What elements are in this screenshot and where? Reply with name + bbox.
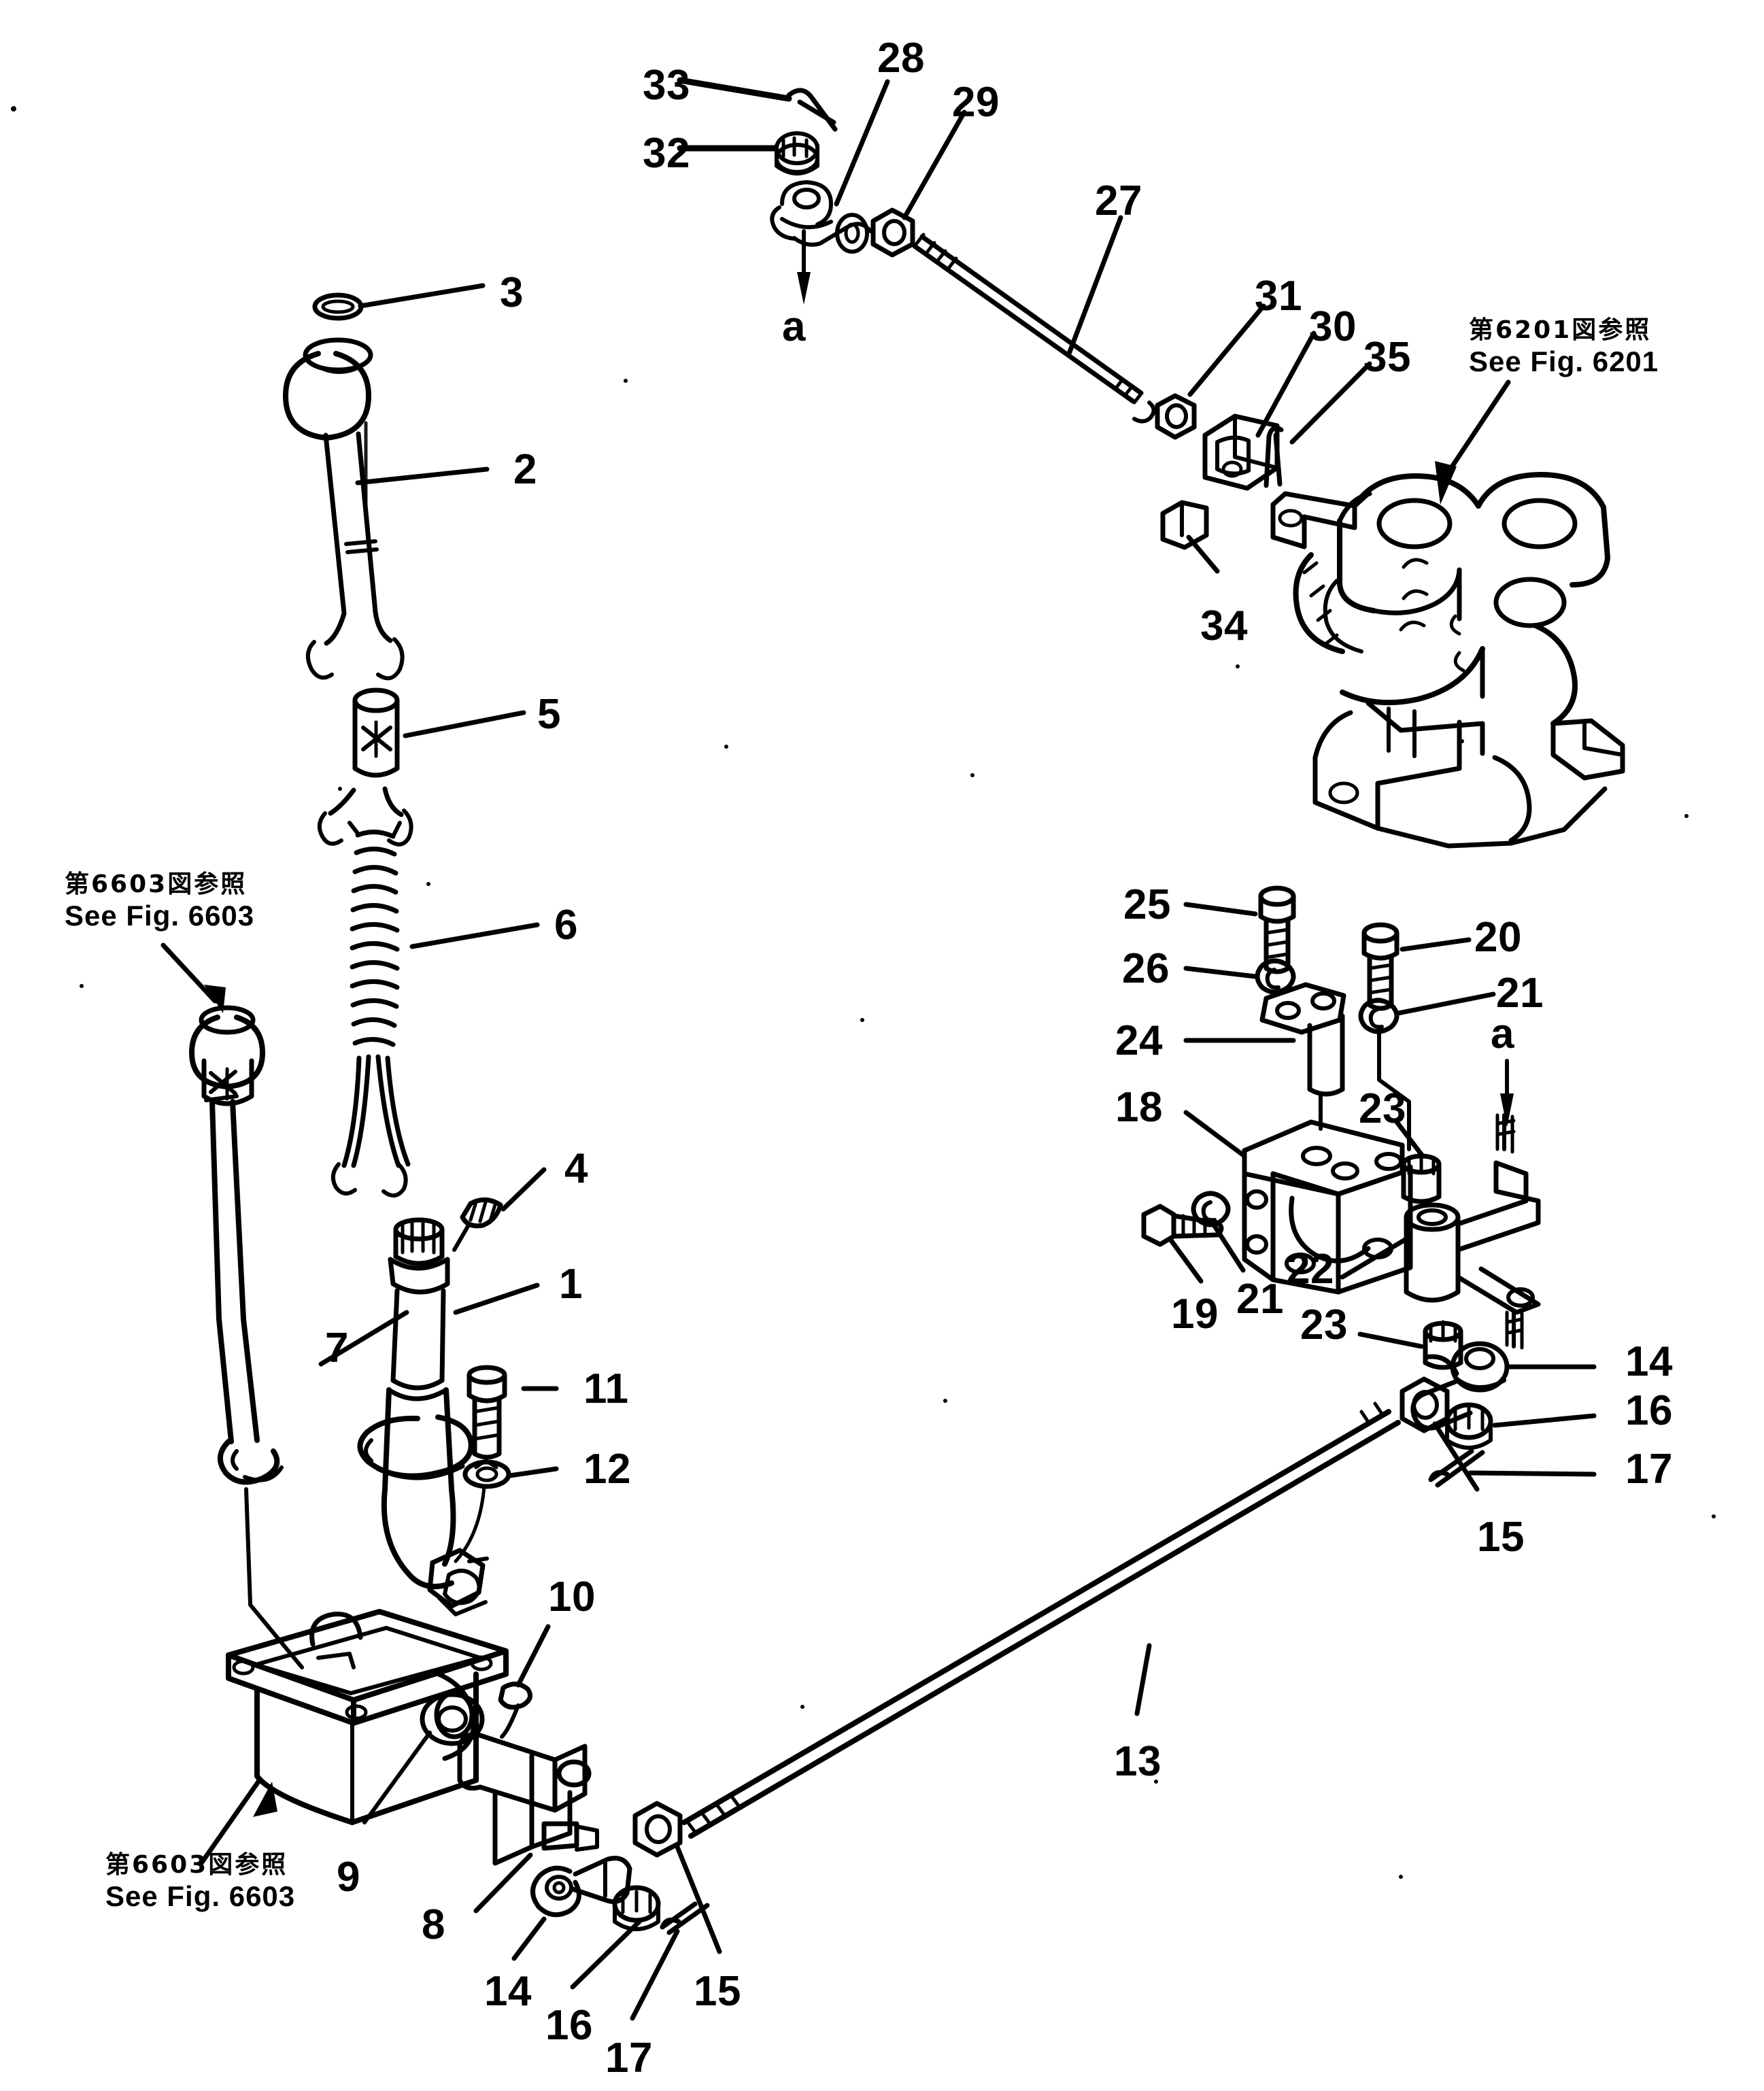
callout-28: 28: [877, 35, 925, 82]
callout-2: 2: [513, 446, 537, 493]
callout-33: 33: [643, 62, 690, 109]
figure-reference-6603-lower: 第6603図参照 See Fig. 6603: [105, 1851, 295, 1914]
callout-26: 26: [1122, 945, 1170, 992]
main-lever-assembly: [283, 283, 540, 1197]
callout-29: 29: [952, 79, 1000, 126]
callout-9: 9: [337, 1854, 360, 1901]
callout-34: 34: [1200, 602, 1248, 649]
callout-25: 25: [1123, 881, 1171, 928]
callout-6: 6: [554, 902, 578, 949]
lower-linkage-group: [362, 1624, 722, 2021]
bracket-assembly: [1141, 885, 1541, 1370]
callout-11: 11: [583, 1365, 629, 1412]
callout-27: 27: [1095, 177, 1142, 224]
figure-reference-6201: 第6201図参照 See Fig. 6201: [1469, 316, 1659, 379]
assembly-marker-a-right: a: [1491, 1010, 1514, 1057]
callout-20: 20: [1474, 914, 1522, 961]
rod-end-assembly-right: [1400, 1341, 1597, 1492]
callout-21-left: 21: [1236, 1276, 1284, 1323]
callout-8: 8: [422, 1901, 445, 1948]
callout-14-bottom: 14: [484, 1968, 532, 2015]
callout-18: 18: [1115, 1084, 1163, 1131]
figure-reference-6201-jp: 第6201図参照: [1469, 316, 1652, 344]
callout-23-upper: 23: [1359, 1085, 1406, 1132]
callout-15-right: 15: [1477, 1514, 1525, 1561]
control-rod-27: [912, 215, 1156, 424]
callout-5: 5: [537, 691, 561, 738]
rod-end-assembly-top: [677, 77, 967, 305]
callout-7: 7: [325, 1325, 349, 1372]
figure-reference-6603-lower-en: See Fig. 6603: [105, 1880, 296, 1913]
callout-32: 32: [643, 130, 690, 177]
callout-21-right: 21: [1496, 970, 1544, 1017]
callout-13: 13: [1114, 1738, 1161, 1785]
callout-35: 35: [1363, 334, 1411, 381]
secondary-lever: [160, 942, 284, 1605]
callout-30: 30: [1309, 303, 1357, 350]
callout-16-bottom: 16: [545, 2002, 593, 2049]
shift-boot-box: [199, 1603, 509, 1866]
clevis-group: [1155, 303, 1372, 574]
figure-reference-6603-upper: 第6603図参照 See Fig. 6603: [65, 870, 254, 933]
callout-31: 31: [1255, 273, 1302, 320]
callout-22: 22: [1287, 1246, 1334, 1293]
assembly-marker-a-top: a: [782, 303, 806, 350]
callout-4: 4: [564, 1145, 588, 1192]
callout-12: 12: [583, 1446, 631, 1493]
figure-reference-6603-lower-jp: 第6603図参照: [105, 1851, 288, 1879]
callout-10: 10: [548, 1574, 596, 1620]
callout-3: 3: [500, 269, 524, 316]
callout-23-lower: 23: [1300, 1302, 1348, 1348]
callout-17-right: 17: [1625, 1446, 1673, 1493]
control-rod-13: [681, 1401, 1401, 1839]
callout-1: 1: [559, 1261, 583, 1308]
figure-reference-6201-en: See Fig. 6201: [1469, 345, 1659, 378]
callout-15-bottom: 15: [694, 1968, 741, 2015]
callout-16-right: 16: [1625, 1387, 1673, 1434]
figure-reference-6603-upper-jp: 第6603図参照: [65, 870, 248, 898]
callout-14-right: 14: [1625, 1338, 1673, 1385]
figure-reference-6603-upper-en: See Fig. 6603: [65, 900, 255, 932]
lever-shaft-assembly: [318, 1167, 559, 1616]
control-valve-body: [1270, 379, 1625, 849]
callout-19: 19: [1171, 1291, 1219, 1338]
callout-24: 24: [1115, 1017, 1163, 1064]
callout-17-bottom: 17: [605, 2035, 653, 2081]
